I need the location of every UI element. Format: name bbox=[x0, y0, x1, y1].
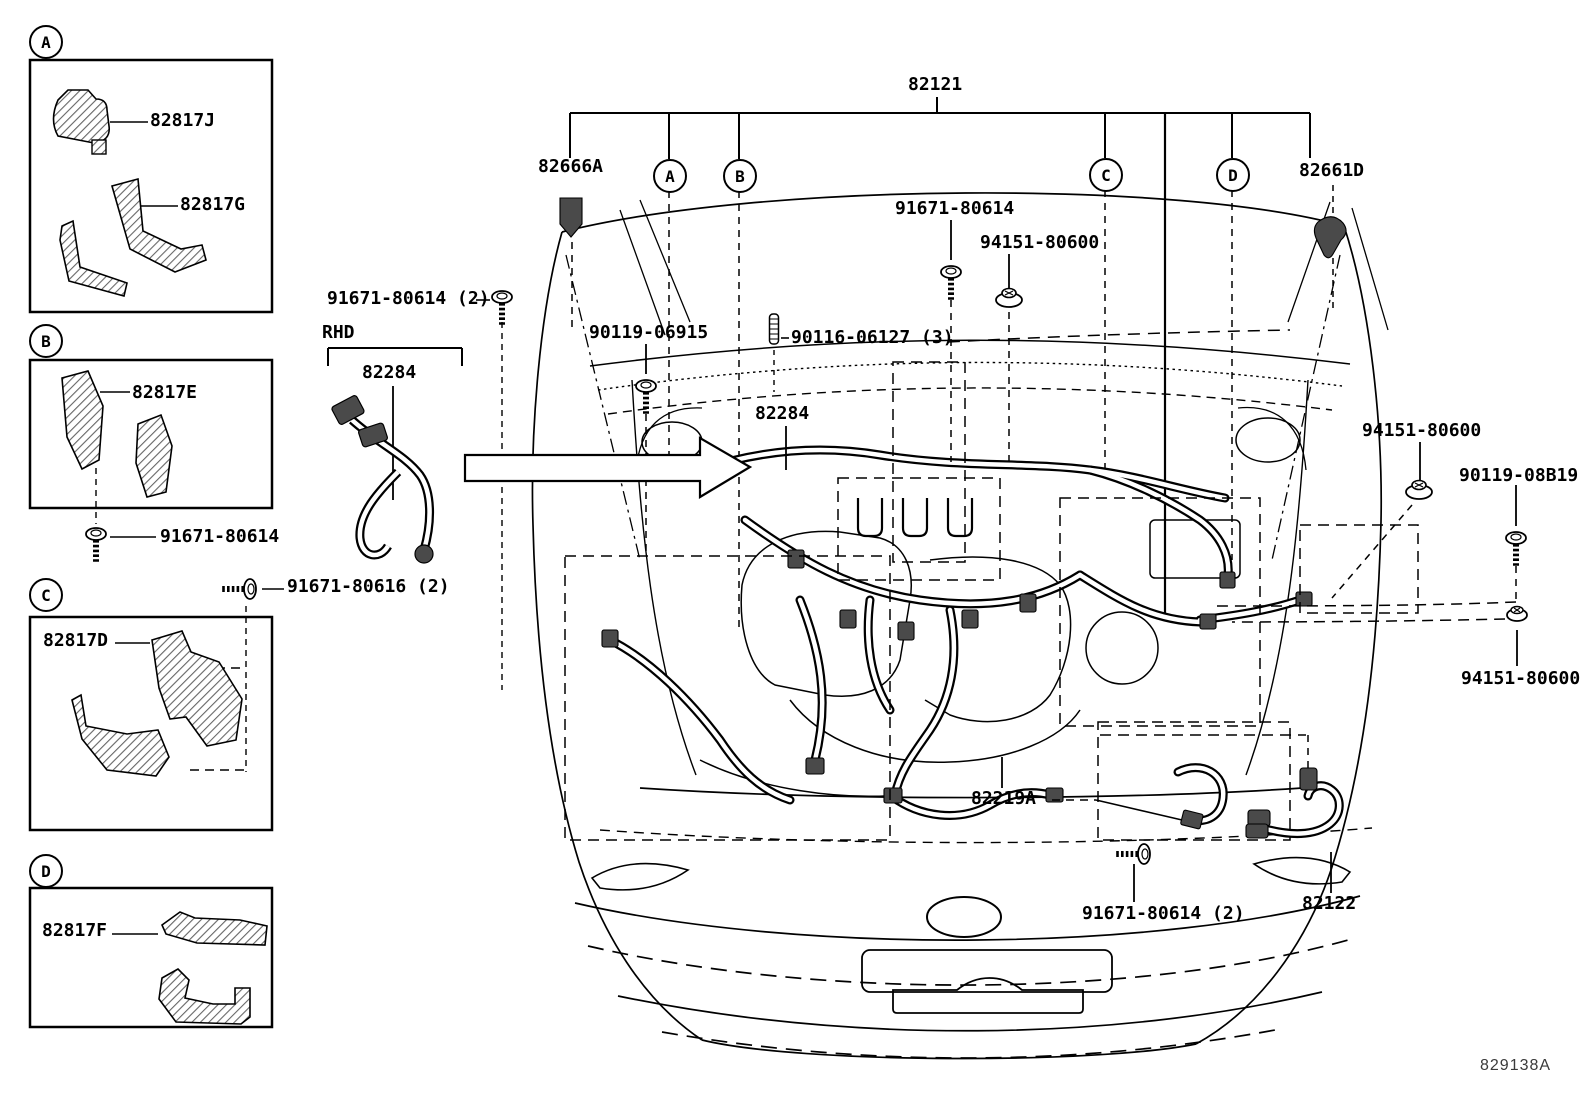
detail-box-b bbox=[28, 358, 274, 564]
part-label-90119-06915: 90119-06915 bbox=[589, 322, 709, 343]
screw-icon-91671-80614-b bbox=[86, 528, 106, 564]
drawing-number: 829138A bbox=[1480, 1057, 1552, 1074]
nut-icon-94151-lower-right bbox=[1506, 605, 1528, 622]
connector-82666a-shape bbox=[559, 197, 583, 238]
section-marker-d: D bbox=[1216, 158, 1250, 192]
section-marker-b: B bbox=[723, 159, 757, 193]
rhd-82284-assembly bbox=[327, 291, 512, 690]
section-marker-c: C bbox=[1089, 158, 1123, 192]
detail-marker-a: A bbox=[29, 25, 63, 59]
detail-box-c bbox=[28, 579, 284, 832]
hood-open-arrow bbox=[463, 436, 753, 499]
part-label-90116-06127: 90116-06127 (3) bbox=[791, 327, 954, 348]
emblem bbox=[926, 896, 1002, 938]
part-shape-82817d bbox=[151, 630, 243, 747]
part-label-82817g: 82817G bbox=[180, 194, 246, 215]
part-label-82817j: 82817J bbox=[150, 110, 216, 131]
detail-box-a bbox=[28, 58, 274, 314]
stud-icon-90116-06127 bbox=[768, 313, 780, 345]
harness-connectors bbox=[559, 197, 1347, 839]
headlight-left bbox=[590, 862, 690, 891]
part-shape-82817g-2 bbox=[59, 219, 128, 297]
part-label-94151-80600-top: 94151-80600 bbox=[980, 232, 1100, 253]
front-bumper bbox=[574, 856, 1361, 1059]
engine-wire-harness bbox=[605, 445, 1344, 839]
screw-icon-90119-06915 bbox=[636, 380, 656, 416]
plate-opening bbox=[861, 949, 1113, 993]
fastener-leaders bbox=[571, 185, 1528, 902]
part-label-94151-80600-lower-right: 94151-80600 bbox=[1461, 668, 1581, 689]
rhd-tag: RHD bbox=[322, 322, 355, 343]
part-label-82666a: 82666A bbox=[538, 156, 604, 177]
screw-icon-91671-80614-rhd bbox=[492, 291, 512, 327]
detail-marker-b: B bbox=[29, 324, 63, 358]
part-label-82122: 82122 bbox=[1302, 893, 1357, 914]
grommet-icon-94151-right bbox=[1405, 479, 1433, 500]
detail-box-d bbox=[28, 886, 274, 1029]
part-shape-82817j bbox=[52, 89, 111, 144]
detail-marker-c: C bbox=[29, 578, 63, 612]
screw-icon-90119-08b19 bbox=[1506, 532, 1526, 568]
part-label-82817d: 82817D bbox=[43, 630, 109, 651]
part-label-82661d: 82661D bbox=[1299, 160, 1365, 181]
part-label-91671-80616-boxc: 91671-80616 (2) bbox=[287, 576, 450, 597]
part-label-82817f: 82817F bbox=[42, 920, 108, 941]
part-label-91671-80614-top: 91671-80614 bbox=[895, 198, 1015, 219]
grommet-icon-94151-top bbox=[995, 287, 1023, 308]
part-label-91671-80614-bottom: 91671-80614 (2) bbox=[1082, 903, 1245, 924]
locator-boxes bbox=[564, 361, 1419, 841]
part-label-91671-80614-rhd: 91671-80614 (2) bbox=[327, 288, 490, 309]
detail-marker-d: D bbox=[29, 854, 63, 888]
part-shape-82817d-2 bbox=[71, 693, 170, 777]
part-label-82219a: 82219A bbox=[971, 788, 1037, 809]
part-label-91671-80614-boxb: 91671-80614 bbox=[160, 526, 280, 547]
license-plate bbox=[892, 977, 1084, 1014]
part-label-82284-main: 82284 bbox=[755, 403, 810, 424]
part-label-82817e: 82817E bbox=[132, 382, 198, 403]
part-shape-82817e-2 bbox=[135, 413, 173, 498]
part-label-94151-80600-right: 94151-80600 bbox=[1362, 420, 1482, 441]
part-label-90119-08b19: 90119-08B19 bbox=[1459, 465, 1579, 486]
part-shape-82817f-2 bbox=[158, 968, 251, 1025]
part-shape-82817f bbox=[161, 911, 268, 946]
harness-82121-bracket bbox=[569, 97, 1311, 630]
part-label-82121: 82121 bbox=[908, 74, 963, 95]
part-shape-82817e bbox=[61, 370, 104, 471]
screw-icon-91671-80614-top bbox=[941, 266, 961, 302]
section-marker-a: A bbox=[653, 159, 687, 193]
part-shape-82817g bbox=[111, 177, 207, 273]
headlight-right bbox=[1252, 856, 1352, 885]
connector-82661d-shape bbox=[1313, 216, 1347, 259]
part-label-82284-rhd: 82284 bbox=[362, 362, 417, 383]
screw-icon-91671-bottom bbox=[1114, 844, 1150, 864]
screw-icon-91671-80616 bbox=[220, 579, 256, 599]
